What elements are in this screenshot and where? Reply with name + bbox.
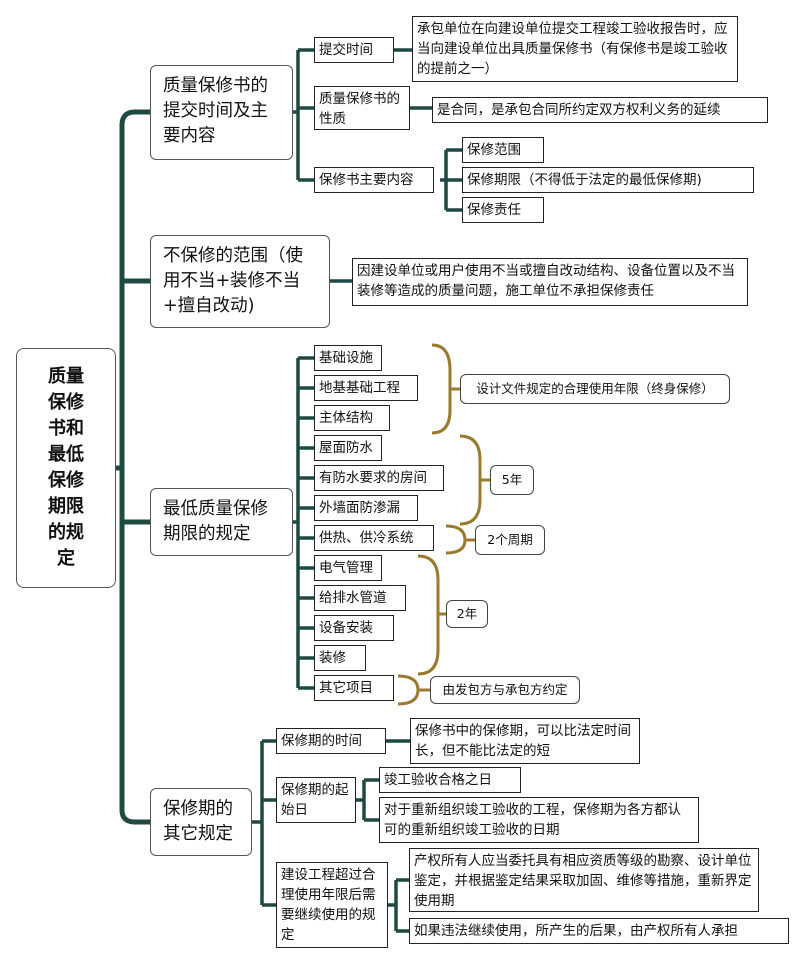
- period-item: 电气管理: [314, 555, 382, 581]
- period-item: 主体结构: [314, 405, 390, 431]
- node-nature-detail: 是合同，是承包合同所约定双方权利义务的延续: [432, 97, 768, 123]
- period-item: 有防水要求的房间: [314, 465, 444, 491]
- branch-other-rules: 保修期的其它规定: [150, 788, 252, 856]
- node-period-time: 保修期的时间: [276, 728, 386, 754]
- group-label-2-years: 2年: [446, 600, 488, 628]
- node-main-content: 保修书主要内容: [314, 167, 434, 193]
- content-item: 保修期限（不得低于法定的最低保修期): [462, 167, 754, 193]
- content-item: 保修责任: [462, 197, 544, 223]
- trunk-lines: [116, 109, 150, 825]
- group-label-2-cycles: 2个周期: [475, 525, 545, 555]
- start-item: 对于重新组织竣工验收的工程，保修期为各方都认可的重新组织竣工验收的日期: [379, 797, 699, 843]
- start-item: 竣工验收合格之日: [379, 767, 521, 793]
- period-item: 其它项目: [314, 675, 394, 701]
- content-item: 保修范围: [462, 137, 544, 163]
- branch-submission-content: 质量保修书的提交时间及主要内容: [150, 65, 293, 160]
- group-label-lifetime: 设计文件规定的合理使用年限（终身保修）: [460, 374, 730, 404]
- node-start-date: 保修期的起始日: [276, 777, 356, 823]
- node-not-covered-detail: 因建设单位或用户使用不当或擅自改动结构、设备位置以及不当装修等造成的质量问题，施…: [352, 258, 748, 306]
- period-item: 设备安装: [314, 615, 394, 641]
- branch-minimum-period: 最低质量保修期限的规定: [150, 488, 293, 556]
- period-item: 外墙面防渗漏: [314, 495, 418, 521]
- overuse-item: 产权所有人应当委托具有相应资质等级的勘察、设计单位鉴定，并根据鉴定结果采取加固、…: [409, 848, 759, 912]
- period-item: 屋面防水: [314, 435, 382, 461]
- overuse-item: 如果违法继续使用，所产生的后果，由产权所有人承担: [409, 918, 789, 944]
- group-label-agreed: 由发包方与承包方约定: [430, 676, 580, 704]
- period-item: 供热、供冷系统: [314, 525, 434, 551]
- node-period-time-detail: 保修书中的保修期，可以比法定时间长，但不能比法定的短: [410, 718, 640, 764]
- branch-lines: [252, 48, 462, 933]
- node-submit-time: 提交时间: [314, 37, 394, 63]
- group-label-5-years: 5年: [490, 465, 534, 495]
- node-submit-time-detail: 承包单位在向建设单位提交工程竣工验收报告时，应当向建设单位出具质量保修书（有保修…: [412, 16, 738, 82]
- period-item: 基础设施: [314, 345, 382, 371]
- period-item: 给排水管道: [314, 585, 406, 611]
- node-nature: 质量保修书的性质: [314, 86, 410, 130]
- node-overuse: 建设工程超过合理使用年限后需要继续使用的规定: [276, 862, 388, 948]
- branch-not-covered: 不保修的范围（使用不当+装修不当+擅自改动): [150, 235, 330, 328]
- period-item: 地基基础工程: [314, 375, 418, 401]
- root-node: 质量保修书和最低保修期限的规定: [16, 348, 116, 588]
- bracket-lines: [397, 343, 490, 706]
- period-item: 装修: [314, 645, 366, 671]
